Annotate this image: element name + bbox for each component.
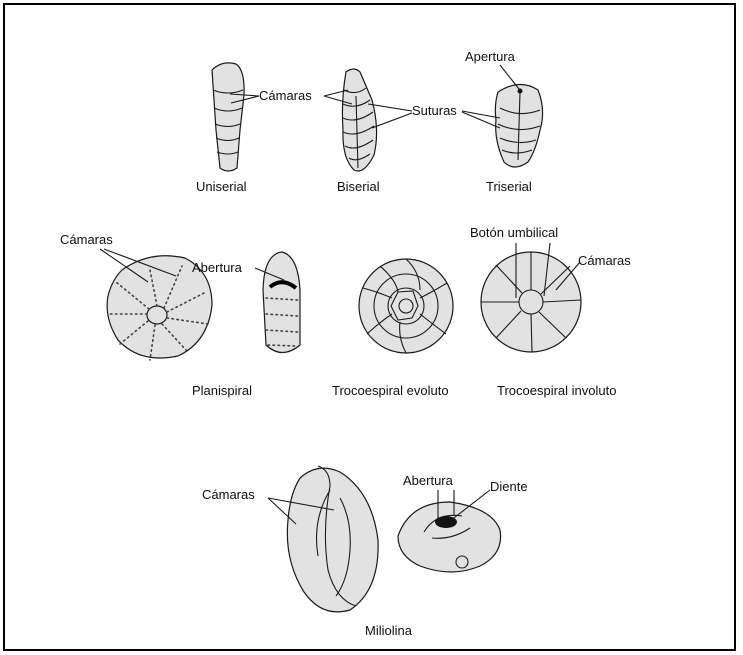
label-abertura-miliolina: Abertura <box>403 473 454 488</box>
caption-planispiral: Planispiral <box>192 383 252 398</box>
caption-miliolina: Miliolina <box>365 623 413 638</box>
label-abertura-planispiral: Abertura <box>192 260 243 275</box>
caption-triserial: Triserial <box>486 179 532 194</box>
trocoespiral-involuto-test <box>481 252 581 352</box>
label-camaras-planispiral: Cámaras <box>60 232 113 247</box>
label-camaras-involuto: Cámaras <box>578 253 631 268</box>
biserial-test <box>342 69 376 171</box>
caption-trocoespiral-involuto: Trocoespiral involuto <box>497 383 616 398</box>
miliolina-apertural-view <box>398 502 501 572</box>
caption-trocoespiral-evoluto: Trocoespiral evoluto <box>332 383 449 398</box>
uniserial-test <box>212 63 244 171</box>
label-boton-umbilical: Botón umbilical <box>470 225 558 240</box>
label-camaras-top: Cámaras <box>259 88 312 103</box>
trocoespiral-evoluto-test <box>359 259 453 353</box>
triserial-test <box>495 84 542 167</box>
planispiral-apertural-view <box>263 252 300 353</box>
caption-uniserial: Uniserial <box>196 179 247 194</box>
label-diente: Diente <box>490 479 528 494</box>
caption-biserial: Biserial <box>337 179 380 194</box>
label-camaras-miliolina: Cámaras <box>202 487 255 502</box>
miliolina-side-view <box>287 466 378 612</box>
label-suturas: Suturas <box>412 103 457 118</box>
label-apertura: Apertura <box>465 49 516 64</box>
leader-apertura <box>500 65 519 89</box>
